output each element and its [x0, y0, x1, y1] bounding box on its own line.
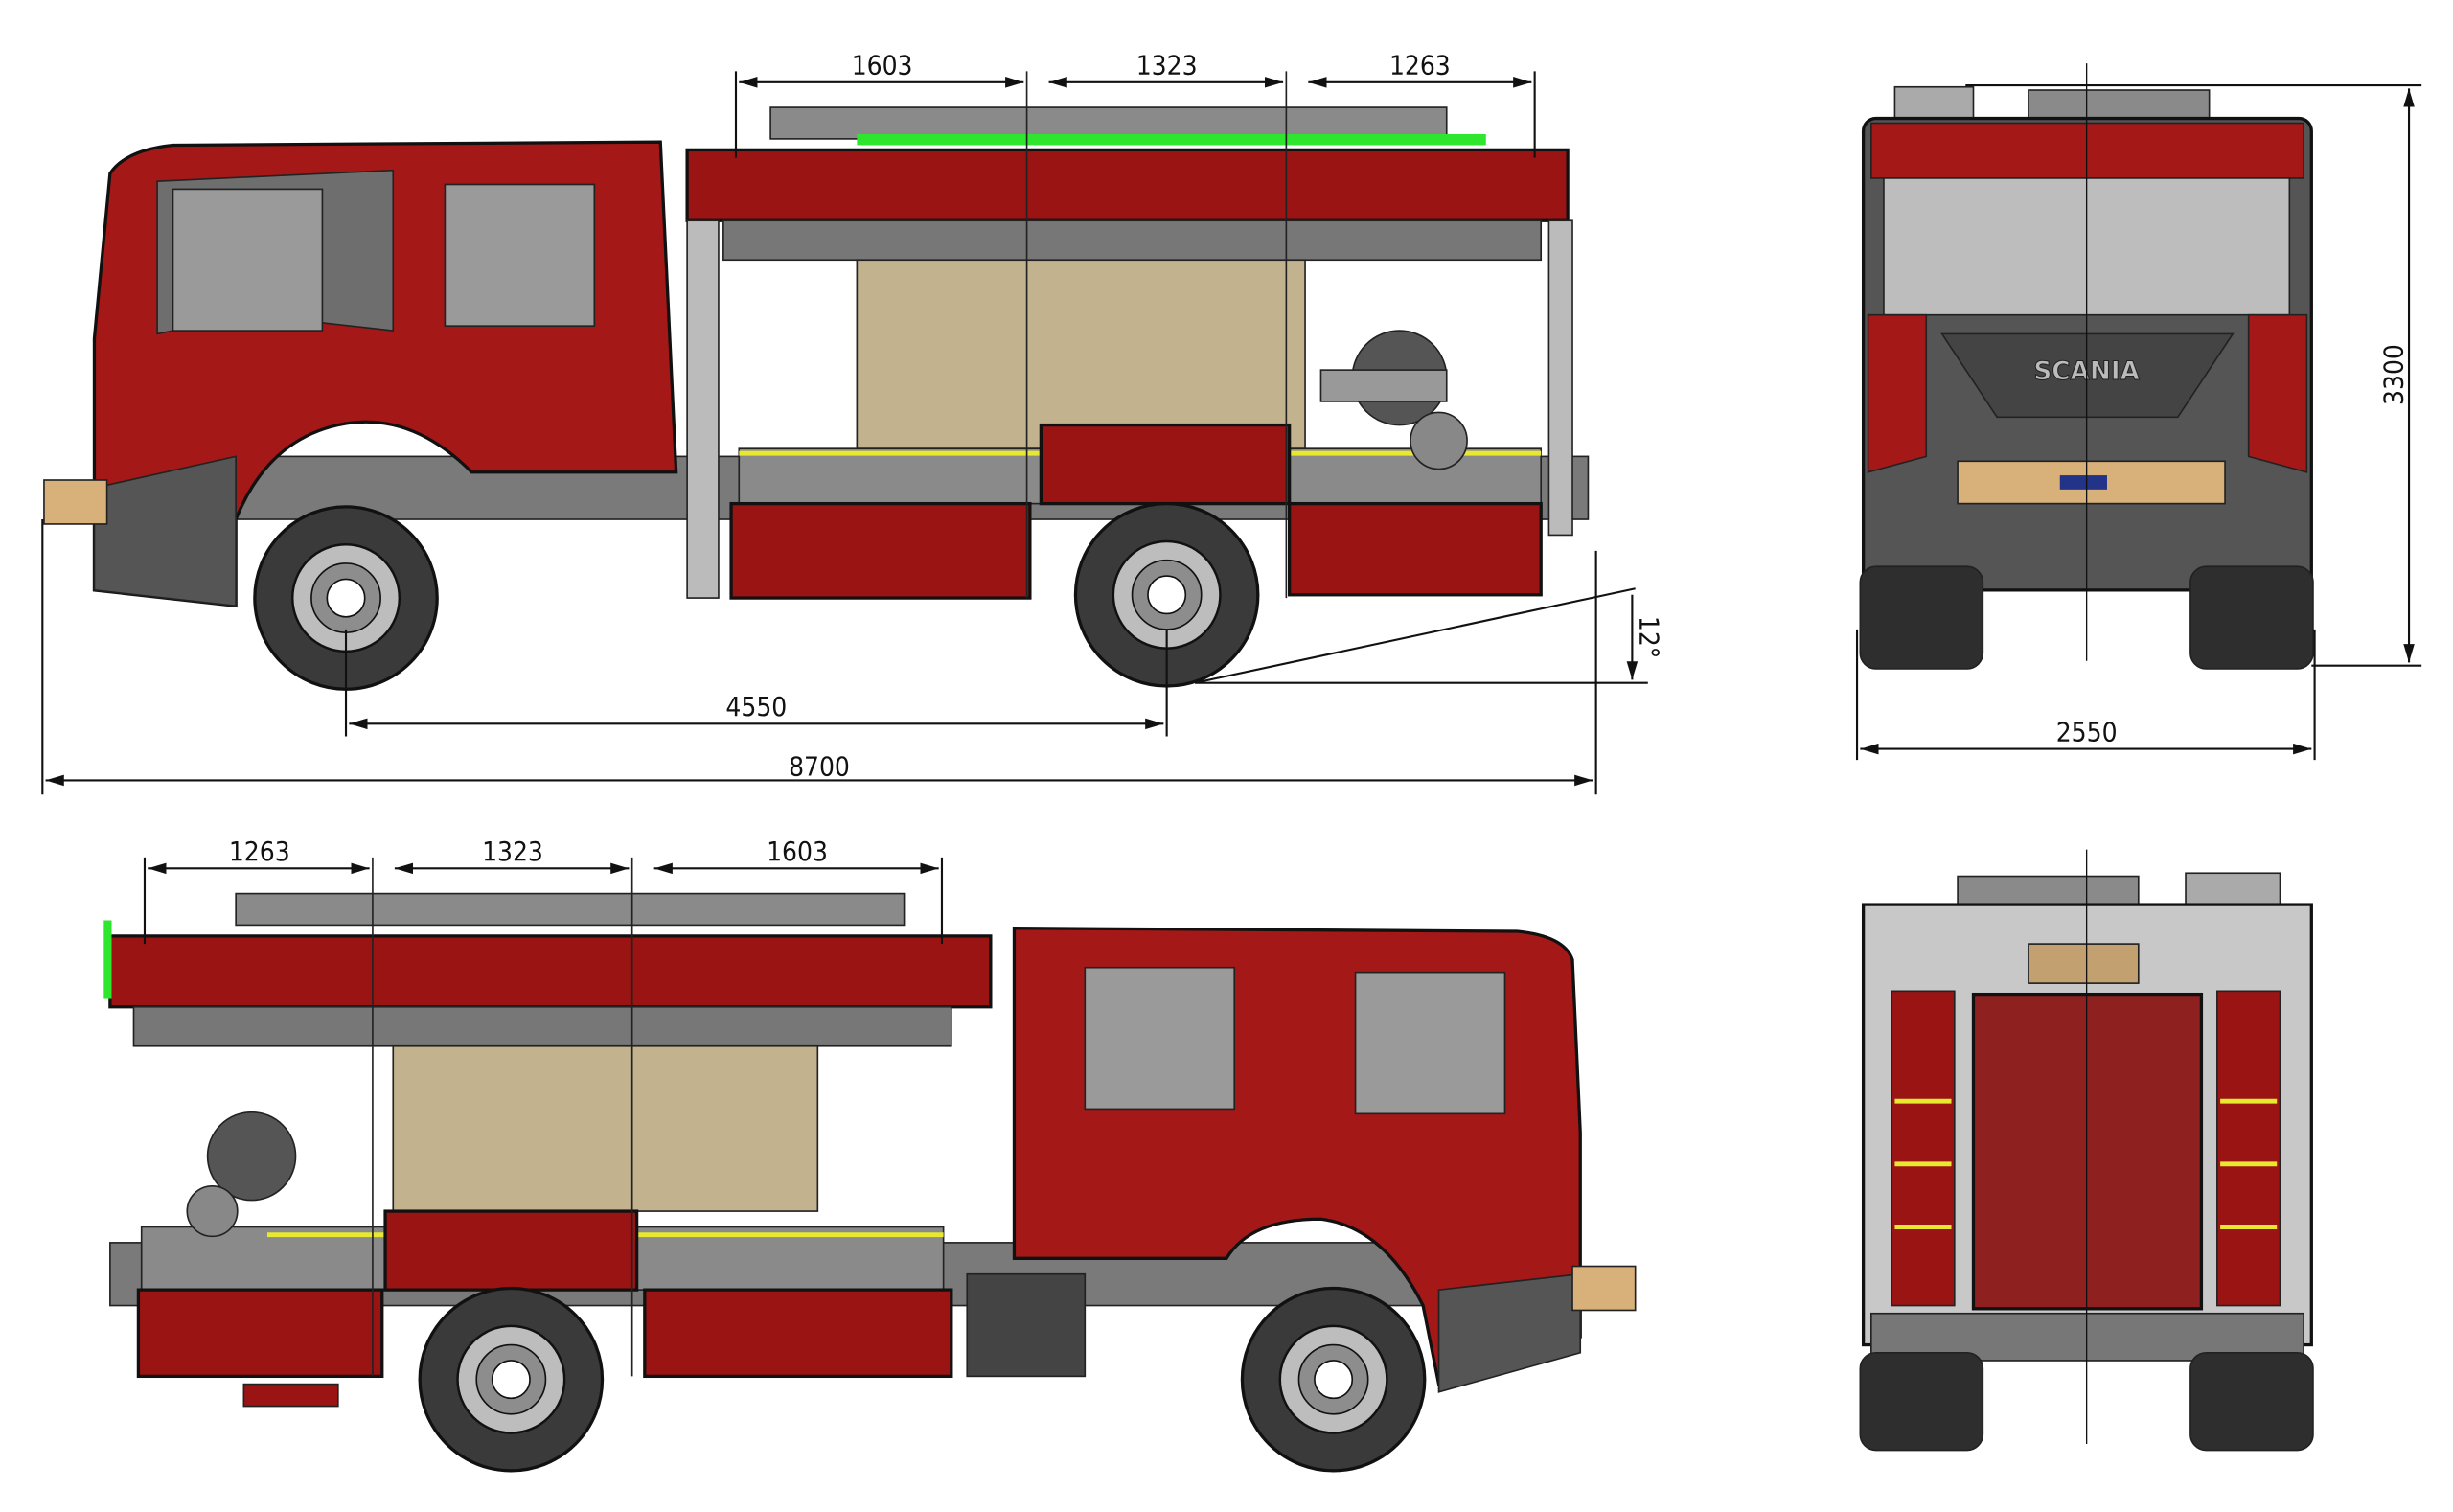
- battery-box: [966, 1272, 1087, 1378]
- grille: [1940, 332, 2235, 419]
- front-bumper: [1437, 1272, 1582, 1393]
- dim-departure-angle: 12°: [1634, 616, 1665, 658]
- dim-compartment-1: 1263: [229, 836, 290, 867]
- water-tank: [392, 1044, 819, 1212]
- rear-shutter: [1971, 992, 2204, 1311]
- pump-assembly: [1319, 330, 1468, 470]
- locker-panel-3: [1288, 501, 1543, 597]
- dim-width: 2550: [2056, 716, 2118, 747]
- roof-ladder: [769, 106, 1448, 140]
- locker-panel-1: [136, 1288, 384, 1379]
- rear-ladder-left: [1891, 990, 1956, 1307]
- water-tank: [856, 259, 1306, 449]
- rear-view: [1859, 849, 2314, 1452]
- roof-ladder: [2185, 872, 2281, 909]
- cab-window: [172, 188, 324, 332]
- body-roof-section: [685, 148, 1570, 222]
- wheel-arch-panel: [1039, 423, 1292, 506]
- cab-rear-window: [444, 183, 596, 327]
- side-view-left: [43, 71, 1590, 691]
- rear-ladder-right: [2216, 990, 2281, 1307]
- dimension-group-front: 3300 2550: [1855, 84, 2422, 761]
- rear-tyres-right: [2189, 1351, 2314, 1452]
- rear-wheel: [418, 1286, 605, 1473]
- dimension-group-top: 1603 1323 1263 4550 8700 12°: [41, 50, 1665, 795]
- locker-panel-1: [729, 501, 1032, 600]
- roof-equipment: [2028, 89, 2211, 123]
- side-view-right: [103, 857, 1637, 1473]
- front-bumper: [93, 455, 237, 607]
- front-wheel: [1240, 1286, 1427, 1473]
- tow-hook: [1571, 1265, 1637, 1312]
- rear-lights: [242, 1383, 339, 1408]
- roof-ladder: [1893, 85, 1975, 123]
- cab-rear-window: [1084, 966, 1236, 1111]
- front-tyres-left: [1859, 565, 1984, 670]
- dim-compartment-2: 1323: [482, 836, 543, 867]
- cab-window: [1354, 971, 1506, 1115]
- wheel-arch-panel: [383, 1209, 639, 1292]
- dimension-group-bottom: 1263 1323 1603: [148, 836, 939, 875]
- dim-wheelbase: 4550: [725, 691, 787, 722]
- locker-panel-3: [643, 1288, 953, 1379]
- dim-compartment-3: 1603: [767, 836, 828, 867]
- dim-height: 3300: [2377, 344, 2409, 405]
- rear-tyres-left: [1859, 1351, 1984, 1452]
- dim-compartment-2: 1323: [1136, 50, 1198, 81]
- front-view: SCANIA: [1859, 63, 2314, 670]
- roller-shutter-rail: [132, 1005, 952, 1047]
- roof-ladder: [235, 892, 906, 927]
- dim-compartment-1: 1603: [852, 50, 913, 81]
- tow-hook: [43, 479, 108, 525]
- roof-rail-light: [857, 133, 1486, 146]
- dim-compartment-3: 1263: [1389, 50, 1451, 81]
- pump-assembly: [186, 1111, 297, 1238]
- body-roof-section: [108, 934, 993, 1009]
- front-bumper-plate: [1957, 460, 2226, 505]
- front-tyres-right: [2189, 565, 2314, 670]
- roller-shutter-rail: [722, 219, 1543, 262]
- dim-overall-length: 8700: [789, 751, 850, 783]
